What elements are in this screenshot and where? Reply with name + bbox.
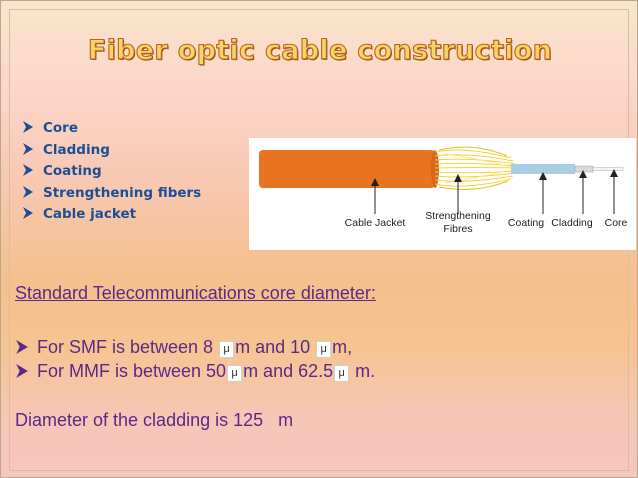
cable-cross-section-diagram: Cable Jacket Strengthening Fibres Coatin…: [249, 138, 636, 250]
cladding-text: Diameter of the cladding is 125: [15, 410, 264, 430]
micro-symbol: μ: [219, 341, 235, 358]
cladding-segment: [574, 165, 594, 173]
micro-symbol: μ: [316, 341, 332, 358]
bullet-item-cladding: Cladding: [22, 140, 201, 162]
bullet-label: Coating: [43, 163, 102, 179]
arrowhead-bullet-icon: [16, 340, 28, 354]
cable-jacket-segment: [259, 150, 435, 188]
arrowhead-bullet-icon: [16, 364, 28, 378]
cable-diagram-svg: Cable Jacket Strengthening Fibres Coatin…: [259, 146, 628, 235]
bullet-label: Strengthening fibers: [43, 184, 202, 201]
label-coating: Coating: [508, 217, 544, 229]
label-cable-jacket: Cable Jacket: [345, 217, 406, 229]
arrowhead-bullet-icon: [23, 121, 33, 133]
cladding-suffix: m: [278, 410, 294, 430]
coating-segment: [511, 164, 575, 174]
bullet-item-coating: Coating: [22, 161, 201, 183]
slide-title: Fiber optic cable construction: [87, 34, 553, 66]
component-bullet-list: Core Cladding Coating Strengthening fibe…: [22, 118, 201, 226]
label-core: Core: [605, 217, 628, 229]
smf-middle: m and 10: [235, 337, 311, 357]
micro-symbol: μ: [334, 365, 350, 382]
mmf-middle: m and 62.5: [243, 361, 334, 381]
smf-suffix: m,: [332, 337, 353, 357]
bullet-item-strengthening-fibers: Strengthening fibers: [22, 183, 201, 205]
label-fibres: Fibres: [443, 223, 472, 235]
arrowhead-bullet-icon: [23, 185, 33, 198]
bullet-label: Core: [43, 120, 78, 136]
label-strengthening: Strengthening: [425, 210, 491, 222]
label-cladding: Cladding: [551, 217, 593, 229]
smf-prefix: For SMF is between 8: [37, 337, 214, 357]
core-diameter-heading: Standard Telecommunications core diamete…: [15, 283, 376, 303]
bullet-label: Cable jacket: [43, 206, 137, 222]
cladding-diameter-line: Diameter of the cladding is 125 m: [15, 410, 293, 431]
strengthening-fibres: [434, 146, 518, 190]
micro-symbol: μ: [227, 365, 243, 382]
bullet-item-cable-jacket: Cable jacket: [22, 204, 201, 226]
arrowhead-bullet-icon: [23, 207, 33, 219]
mmf-suffix: m.: [355, 361, 376, 381]
arrowhead-bullet-icon: [23, 164, 33, 176]
bullet-label: Cladding: [43, 141, 110, 158]
mmf-prefix: For MMF is between 50: [37, 361, 227, 381]
bullet-item-core: Core: [22, 118, 201, 140]
arrowhead-bullet-icon: [23, 142, 33, 155]
pointer-arrows: [371, 169, 618, 214]
core-segment: [592, 167, 624, 171]
